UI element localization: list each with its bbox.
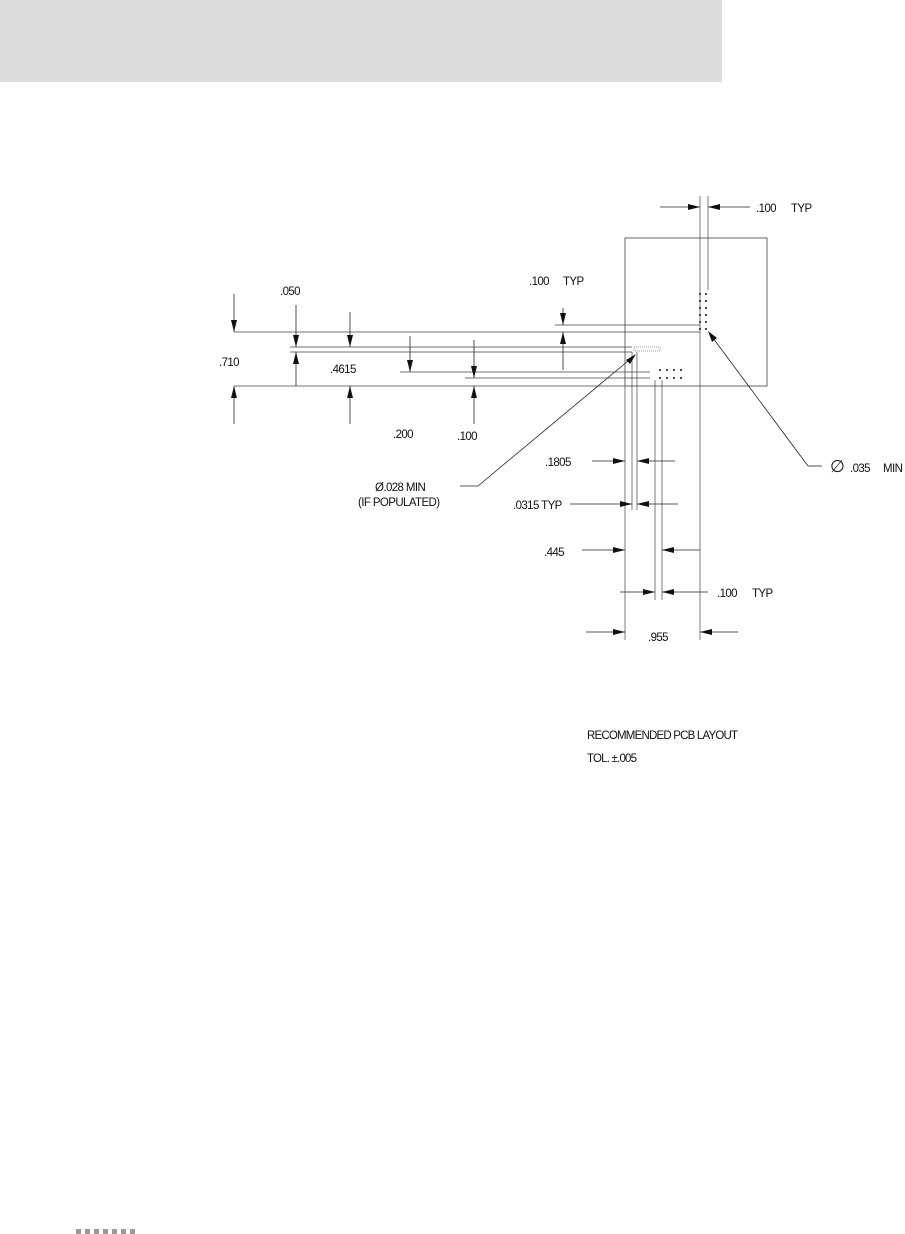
top-pitch-lines [660,196,750,640]
small-hole-populated-note: (IF POPULATED) [358,497,440,509]
bottom-dimensions [570,458,738,635]
tolerance-note: TOL. ±.005 [587,753,637,765]
small-hole-callout: Ø.028 MIN [375,482,425,494]
left-pitch-typ-label: TYP [563,276,584,288]
pin-row-small [634,347,660,351]
diameter-symbol-icon: ∅ [830,457,845,477]
board-outline [625,238,767,386]
left-reference-lines [234,325,700,386]
footer-dot [130,1229,135,1234]
left-vertical-dimensions [234,294,563,424]
footer-dot [76,1229,81,1234]
dim-200-label: .200 [393,429,413,441]
left-pitch-label: .100 [529,276,549,288]
bottom-pitch-typ-label: TYP [752,588,773,600]
top-pitch-typ-label: TYP [791,203,812,215]
footer-dot [112,1229,117,1234]
footer-dot [85,1229,90,1234]
dim-1805-label: .1805 [545,457,571,469]
dim-955-label: .955 [648,632,668,644]
footer-dot [121,1229,126,1234]
footer-dot [103,1229,108,1234]
leader-lines [460,331,822,486]
bottom-vertical-lines [625,352,662,640]
dim-445-label: .445 [544,547,564,559]
footer-dot [94,1229,99,1234]
layout-title: RECOMMENDED PCB LAYOUT [587,730,738,742]
pin-row-horizontal [659,369,682,379]
dim-4615-label: .4615 [330,364,356,376]
dim-100-label: .100 [457,431,477,443]
dim-0315-label: .0315 TYP [513,500,563,512]
top-pitch-label: .100 [756,203,776,215]
large-hole-min: MIN [883,463,903,475]
bottom-pitch-label: .100 [717,588,737,600]
left-arrowheads [231,313,566,398]
dim-710-label: .710 [219,357,239,369]
dim-050-label: .050 [280,286,300,298]
large-hole-value: .035 [850,463,870,475]
footer-dots [76,1229,135,1234]
